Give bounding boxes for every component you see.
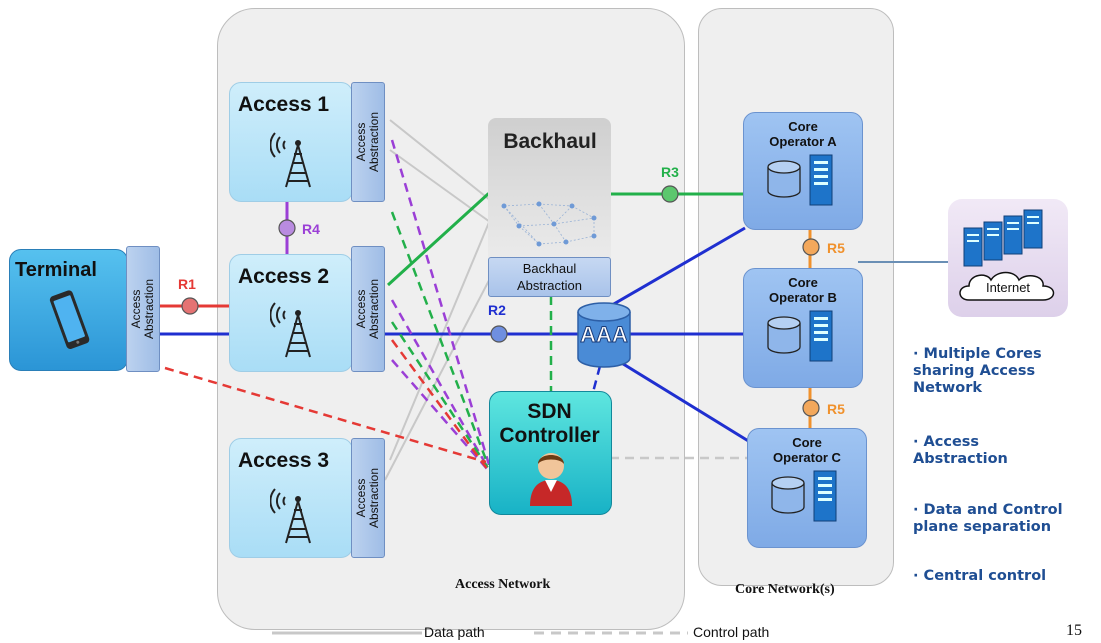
backhaul-abstraction-line1: Backhaul <box>522 261 577 276</box>
core-c-line1: Core <box>792 435 822 450</box>
sdn-label-line2: Controller <box>499 424 600 447</box>
backhaul-label: Backhaul <box>503 130 597 153</box>
r5-bottom-label: R5 <box>827 401 845 417</box>
control-path-access2b <box>391 359 489 471</box>
r4-circle <box>278 219 296 237</box>
access-3-label: Access 3 <box>238 449 330 472</box>
r3-label: R3 <box>661 164 679 180</box>
server-database-icon <box>767 310 833 362</box>
bullet-central-control: · Central control <box>913 568 1046 585</box>
backhaul-mesh-icon <box>501 201 597 247</box>
control-path-aaa-sdn <box>590 365 602 397</box>
bullet-multiple-cores: · Multiple Cores sharing Access Network <box>913 346 1042 397</box>
core-a-line2: Operator A <box>769 134 837 149</box>
bullet-access-abstraction: · Access Abstraction <box>913 434 1008 468</box>
core-c-line2: Operator C <box>773 450 841 465</box>
r1-label: R1 <box>178 276 196 292</box>
terminal-node[interactable] <box>9 249 128 371</box>
access-network-label: Access Network <box>455 577 551 592</box>
r3-circle <box>661 185 679 203</box>
legend-control-path: Control path <box>693 624 770 640</box>
r2-circle <box>490 325 508 343</box>
cell-tower-icon <box>270 488 311 544</box>
access-2-label: Access 2 <box>238 265 330 288</box>
access-1-node[interactable]: Access 1 <box>229 82 353 202</box>
bullet-1-line2: sharing Access <box>913 363 1036 379</box>
phone-icon <box>49 290 90 350</box>
cloud-icon <box>959 271 1055 301</box>
r5-bottom-circle <box>802 399 820 417</box>
internet-label: Internet <box>985 280 1031 295</box>
aaa-label: AAA <box>580 322 629 348</box>
r4-label: R4 <box>302 221 320 237</box>
backhaul-abstraction-line2: Abstraction <box>516 278 583 293</box>
control-path-red-terminal <box>164 366 487 464</box>
page-number: 15 <box>1066 622 1082 639</box>
bullet-3-line1: · Data and Control <box>913 502 1063 518</box>
r5-top-label: R5 <box>827 240 845 256</box>
cell-tower-icon <box>270 132 311 188</box>
bullet-1-line1: · Multiple Cores <box>913 346 1042 362</box>
r1-circle <box>181 297 199 315</box>
sdn-controller-node[interactable] <box>489 391 612 515</box>
bullet-plane-separation: · Data and Control plane separation <box>913 502 1063 536</box>
cell-tower-icon <box>270 302 311 358</box>
data-path-line <box>389 119 491 201</box>
server-rack-icon <box>963 209 1043 267</box>
administrator-icon <box>530 453 572 506</box>
access-1-label: Access 1 <box>238 93 330 116</box>
server-database-icon <box>771 470 837 522</box>
control-path-access2 <box>390 299 490 469</box>
control-path-backhaul <box>390 211 490 466</box>
server-database-icon <box>767 154 833 206</box>
control-path-red-access2 <box>390 339 490 471</box>
control-path-access1 <box>390 139 492 469</box>
core-network-label: Core Network(s) <box>735 582 835 597</box>
aaa-core-c-link <box>619 360 751 444</box>
core-b-line1: Core <box>788 275 818 290</box>
legend-data-path: Data path <box>424 624 485 640</box>
bullet-4-line1: · Central control <box>913 568 1047 584</box>
core-b-line2: Operator B <box>769 290 837 305</box>
core-a-line1: Core <box>788 119 818 134</box>
r2-label: R2 <box>488 302 506 318</box>
aaa-core-a-link <box>599 226 746 314</box>
aaa-database-icon[interactable] <box>574 300 634 370</box>
bullet-3-line2: plane separation <box>913 519 1052 535</box>
r5-top-circle <box>802 238 820 256</box>
bullet-2-line1: · Access <box>913 434 980 450</box>
sdn-label-line1: SDN <box>527 400 572 423</box>
access-2-node[interactable]: Access 2 <box>229 254 353 372</box>
backhaul-abstraction: Backhaul Abstraction <box>488 257 611 297</box>
terminal-label: Terminal <box>15 259 97 281</box>
bullet-1-line3: Network <box>913 380 983 396</box>
bullet-2-line2: Abstraction <box>913 451 1008 467</box>
